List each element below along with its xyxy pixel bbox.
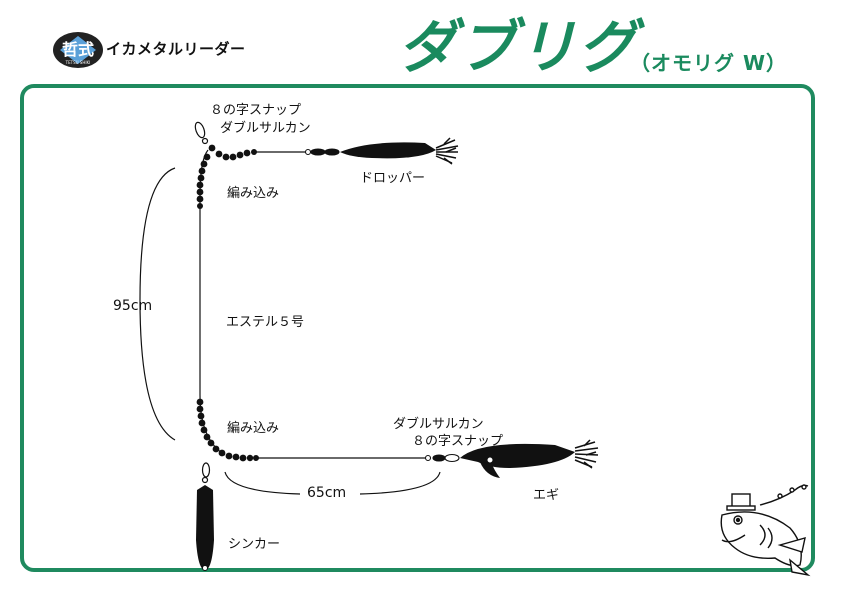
sinker: [196, 485, 214, 570]
branch-length-bracket-left: [224, 471, 301, 495]
branch-length-label: 65cm: [307, 485, 347, 501]
snap-top-label-1: ８の字スナップ: [210, 103, 302, 118]
main-leader-line: [199, 149, 226, 456]
page-title: ダブリグ: [398, 13, 639, 81]
sinker-label: シンカー: [228, 537, 281, 552]
swivel-top-label: ダブルサルカン: [220, 121, 311, 136]
braid-bottom: [196, 398, 259, 462]
sinker-eye: [202, 565, 208, 571]
snap-bottom-label: ８の字スナップ: [412, 434, 504, 449]
braid-top: [196, 144, 257, 209]
egi-swivel: [424, 453, 460, 463]
mascot-fish: [720, 484, 811, 577]
length-label: 95cm: [113, 298, 153, 314]
page-subtitle: （オモリグ W）: [630, 51, 788, 75]
sinker-snap: [201, 462, 211, 484]
braid-bottom-label: 編み込み: [227, 421, 280, 436]
dropper-label: ドロッパー: [360, 171, 426, 186]
logo-name: 哲式: [62, 40, 94, 59]
braid-top-label: 編み込み: [227, 186, 280, 201]
branch-length-bracket-right: [359, 471, 441, 495]
logo-sub: TETSU SHIKI: [65, 60, 91, 65]
dropper-swivel: [304, 148, 340, 156]
egi-label: エギ: [533, 488, 560, 503]
egi-lure: [460, 439, 599, 478]
diagram-frame: [20, 84, 815, 572]
dropper-lure: [340, 137, 459, 165]
brand-name: イカメタルリーダー: [106, 40, 246, 58]
length-bracket: [139, 167, 176, 441]
snap-swivel-top: [194, 121, 209, 145]
brand-logo: 哲式 TETSU SHIKI: [52, 30, 104, 70]
line-label: エステル５号: [226, 315, 305, 330]
swivel-bottom-label: ダブルサルカン: [393, 417, 484, 432]
